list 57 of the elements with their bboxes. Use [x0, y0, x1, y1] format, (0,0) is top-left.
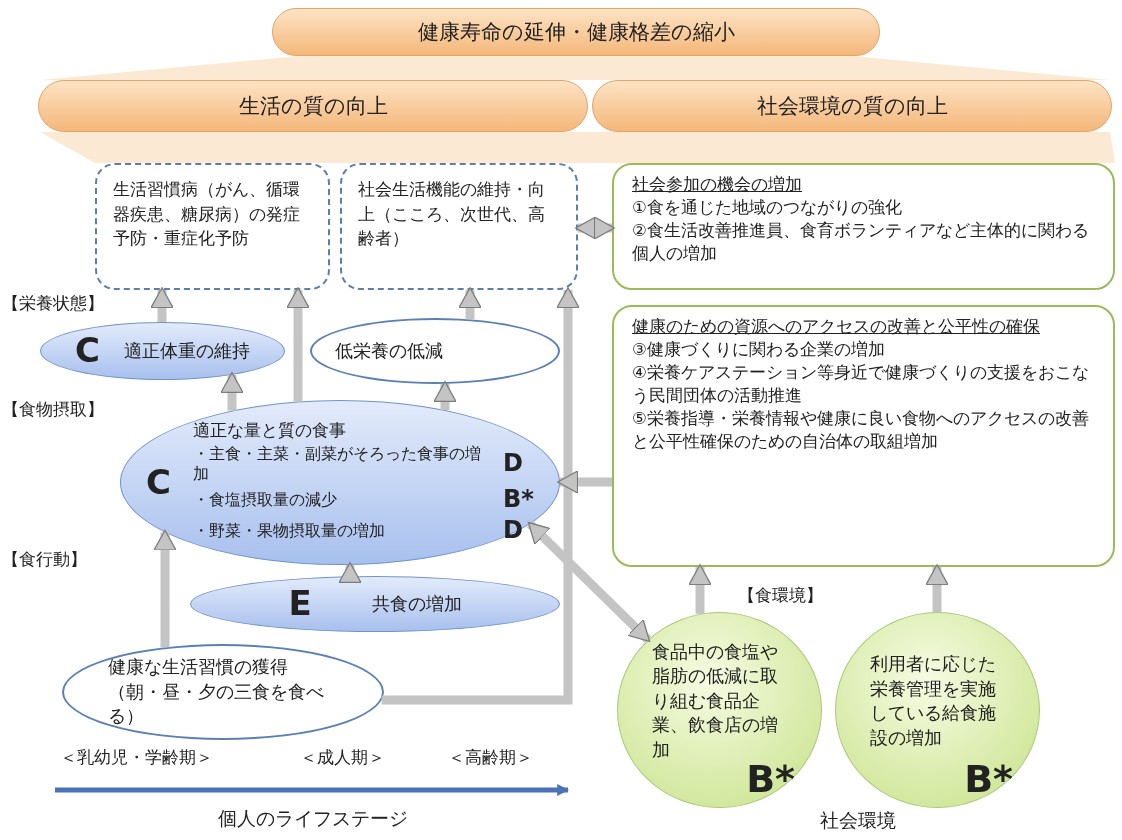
section-label: ＜高齢期＞ [448, 746, 533, 769]
block-arrow [526, 520, 652, 643]
box-heading: 社会参加の機会の増加 [632, 174, 803, 196]
section-label: 【栄養状態】 [2, 292, 104, 315]
target-box [612, 305, 1115, 567]
goal-banner [592, 80, 1112, 132]
list-item: ③健康づくりに関わる企業の増加 [632, 339, 886, 362]
grade-letter: C [146, 461, 173, 505]
grade-letter: D [502, 515, 524, 547]
block-arrow [575, 216, 615, 240]
target-box [612, 163, 1115, 290]
list-item: ・食塩摂取量の減少 [193, 489, 339, 510]
block-arrow [381, 287, 580, 705]
block-arrow [433, 381, 457, 410]
banner-text: 健康寿命の延伸・健康格差の縮小 [417, 19, 735, 46]
outcome-box [340, 163, 578, 290]
axis-label: 個人のライフステージ [218, 806, 408, 831]
list-item: ④栄養ケアステーション等身近で健康づくりの支援をおこなう民間団体の活動推進 [632, 362, 1090, 408]
block-arrow [458, 287, 482, 320]
outcome-box [95, 163, 330, 290]
section-label: 【食物摂取】 [2, 398, 104, 421]
list-item: ②食生活改善推進員、食育ボランティアなど主体的に関わる個人の増加 [632, 220, 1090, 266]
ellipse-text: 適正体重の維持 [123, 339, 250, 364]
axis-label: 社会環境 [820, 808, 896, 833]
ellipse-title: 適正な量と質の食事 [193, 418, 348, 441]
ellipse-text: 共食の増加 [371, 592, 462, 617]
block-arrow [220, 372, 244, 411]
block-arrow [286, 287, 310, 402]
section-label: 【食行動】 [2, 548, 87, 571]
ellipse-text: 低栄養の低減 [335, 339, 444, 364]
block-arrow [688, 564, 712, 614]
list-item: ・野菜・果物摂取量の増加 [193, 520, 387, 541]
box-heading: 健康のための資源へのアクセスの改善と公平性の確保 [632, 316, 1041, 338]
block-arrow [925, 564, 949, 612]
goal-banner [38, 80, 588, 132]
section-label: ＜成人期＞ [300, 746, 385, 769]
banner-text: 社会環境の質の向上 [756, 93, 948, 120]
box-text: 生活習慣病（がん、循環器疾患、糖尿病）の発症予防・重症化予防 [113, 178, 301, 251]
fan-shape [40, 132, 1115, 163]
list-item: ・主食・主菜・副菜がそろった食事の増加 [193, 443, 483, 484]
banner-text: 生活の質の向上 [238, 93, 388, 120]
section-label: 【食環境】 [738, 584, 823, 607]
grade-letter: B* [502, 484, 534, 515]
grade-letter: B* [964, 757, 1013, 801]
goal-banner [272, 8, 880, 56]
block-arrow [150, 287, 174, 322]
box-text: 社会生活機能の維持・向上（こころ、次世代、高齢者） [358, 178, 546, 251]
grade-letter: D [502, 448, 524, 480]
grade-letter: E [288, 582, 312, 626]
block-arrow [557, 470, 612, 494]
ellipse-text: 利用者に応じた栄養管理を実施している給食施設の増加 [870, 653, 997, 750]
ellipse-text: 健康な生活習慣の獲得（朝・昼・夕の三食を食べる） [108, 656, 325, 729]
list-item: ①食を通じた地域のつながりの強化 [632, 197, 903, 220]
block-arrow [338, 562, 362, 584]
section-label: ＜乳幼児・学齢期＞ [60, 746, 213, 769]
grade-letter: C [75, 329, 100, 373]
list-item: ⑤栄養指導・栄養情報や健康に良い食物へのアクセスの改善と公平性確保のための自治体の取組増加 [632, 408, 1090, 454]
